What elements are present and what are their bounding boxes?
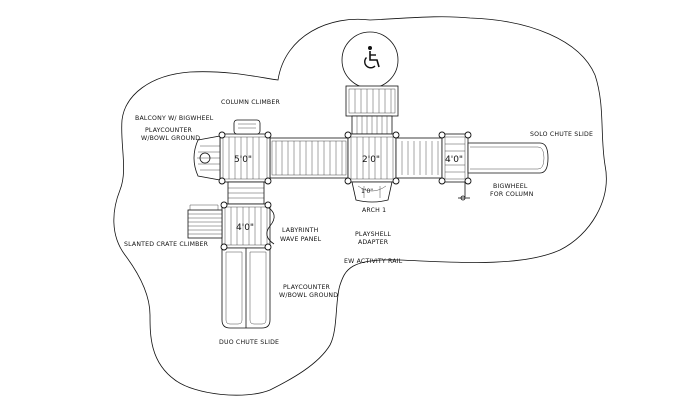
label-balcony: BALCONY W/ BIGWHEEL xyxy=(135,115,214,122)
label-playcounter-top-1: PLAYCOUNTER xyxy=(145,127,193,134)
label-ew-activity-rail: EW ACTIVITY RAIL xyxy=(344,258,403,265)
accessibility-marker xyxy=(341,31,399,89)
deck-right xyxy=(441,133,469,183)
label-playcounter-top-2: W/BOWL GROUND xyxy=(141,135,200,142)
label-column-climber: COLUMN CLIMBER xyxy=(221,99,280,106)
label-playcounter-bottom-2: W/BOWL GROUND xyxy=(279,292,338,299)
deck-center xyxy=(347,133,397,183)
balcony-playcounter xyxy=(193,135,221,181)
deck-left-top-dimension: 5'0" xyxy=(234,155,252,165)
solo-chute-slide xyxy=(467,142,549,174)
slanted-crate-climber xyxy=(187,204,223,239)
label-bigwheel-2: FOR COLUMN xyxy=(490,191,534,198)
deck-center-dimension: 2'0" xyxy=(362,155,380,165)
label-labyrinth-1: LABYRINTH xyxy=(282,227,319,234)
wheelchair-icon xyxy=(364,46,380,69)
play-area-boundary xyxy=(113,16,607,396)
label-slanted-crate-climber: SLANTED CRATE CLIMBER xyxy=(124,241,209,248)
label-solo-chute-slide: SOLO CHUTE SLIDE xyxy=(530,131,593,138)
duo-chute-slide xyxy=(221,247,271,329)
transfer-step-top xyxy=(345,85,399,135)
label-playshell-2: ADAPTER xyxy=(358,239,389,246)
bigwheel-symbol xyxy=(458,182,470,201)
deck-right-dimension: 4'0" xyxy=(445,155,463,165)
label-labyrinth-2: WAVE PANEL xyxy=(280,236,322,243)
arch xyxy=(351,181,393,203)
deck-left-bottom-dimension: 4'0" xyxy=(236,223,254,233)
label-bigwheel-1: BIGWHEEL xyxy=(493,183,528,190)
label-arch: ARCH 1 xyxy=(362,207,386,214)
column-climber xyxy=(233,119,261,135)
bridge-walkway xyxy=(269,137,349,179)
deck-connector xyxy=(227,181,265,205)
arch-dimension: 1'0" xyxy=(361,188,373,195)
bridge-right xyxy=(395,137,443,179)
label-playcounter-bottom-1: PLAYCOUNTER xyxy=(283,284,331,291)
label-duo-chute-slide: DUO CHUTE SLIDE xyxy=(219,339,279,346)
deck-posts xyxy=(218,131,472,251)
label-playshell-1: PLAYSHELL xyxy=(355,231,391,238)
labyrinth-wave-panel xyxy=(265,205,275,245)
deck-left-bottom xyxy=(221,203,271,249)
